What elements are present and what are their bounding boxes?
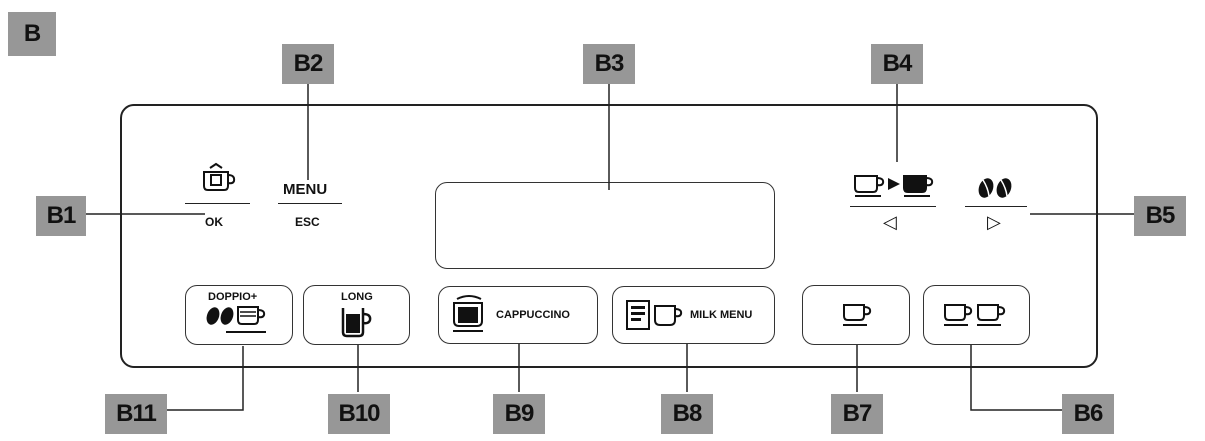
menu-rule: [278, 203, 342, 204]
cup-strength-icon: [854, 175, 934, 197]
callout-b7: B7: [831, 394, 883, 434]
cappuccino-button[interactable]: CAPPUCCINO: [438, 286, 598, 344]
callout-b2: B2: [282, 44, 334, 84]
doppio-button[interactable]: DOPPIO+: [185, 285, 293, 345]
hot-water-cup-icon: [203, 162, 236, 191]
single-cup-icon: [843, 304, 872, 326]
callout-b9: B9: [493, 394, 545, 434]
callout-b3: B3: [583, 44, 635, 84]
long-coffee-icon: [341, 308, 372, 338]
doppio-label: DOPPIO+: [208, 291, 258, 303]
milk-menu-label: MILK MENU: [690, 309, 753, 321]
callout-b5: B5: [1134, 196, 1186, 236]
cappuccino-label: CAPPUCCINO: [496, 309, 570, 321]
single-cup-button[interactable]: [802, 285, 910, 345]
callout-b11: B11: [105, 394, 167, 434]
doppio-beans-cup-icon: [206, 306, 266, 333]
display-screen: [435, 182, 775, 269]
ok-label: OK: [205, 215, 223, 229]
esc-label: ESC: [295, 215, 320, 229]
right-arrow: ▷: [987, 212, 1001, 232]
menu-label: MENU: [283, 181, 328, 198]
left-rule: [850, 206, 936, 207]
callout-b10: B10: [328, 394, 390, 434]
left-arrow: ◁: [883, 212, 897, 232]
cappuccino-cup-icon: [453, 295, 483, 332]
figure-tag: B: [8, 12, 56, 56]
callout-b8: B8: [661, 394, 713, 434]
coffee-beans-icon: [978, 178, 1012, 198]
two-cups-icon: [944, 304, 1006, 326]
callout-b6: B6: [1062, 394, 1114, 434]
callout-b1: B1: [36, 196, 86, 236]
two-cups-button[interactable]: [923, 285, 1030, 345]
long-button[interactable]: LONG: [303, 285, 410, 345]
right-rule: [965, 206, 1027, 207]
milk-menu-button[interactable]: MILK MENU: [612, 286, 775, 344]
milk-menu-icon: [626, 300, 683, 330]
b6-leader: [970, 340, 1062, 411]
long-label: LONG: [341, 291, 373, 303]
b11-leader: [165, 346, 244, 411]
ok-rule: [185, 203, 250, 204]
callout-b4: B4: [871, 44, 923, 84]
